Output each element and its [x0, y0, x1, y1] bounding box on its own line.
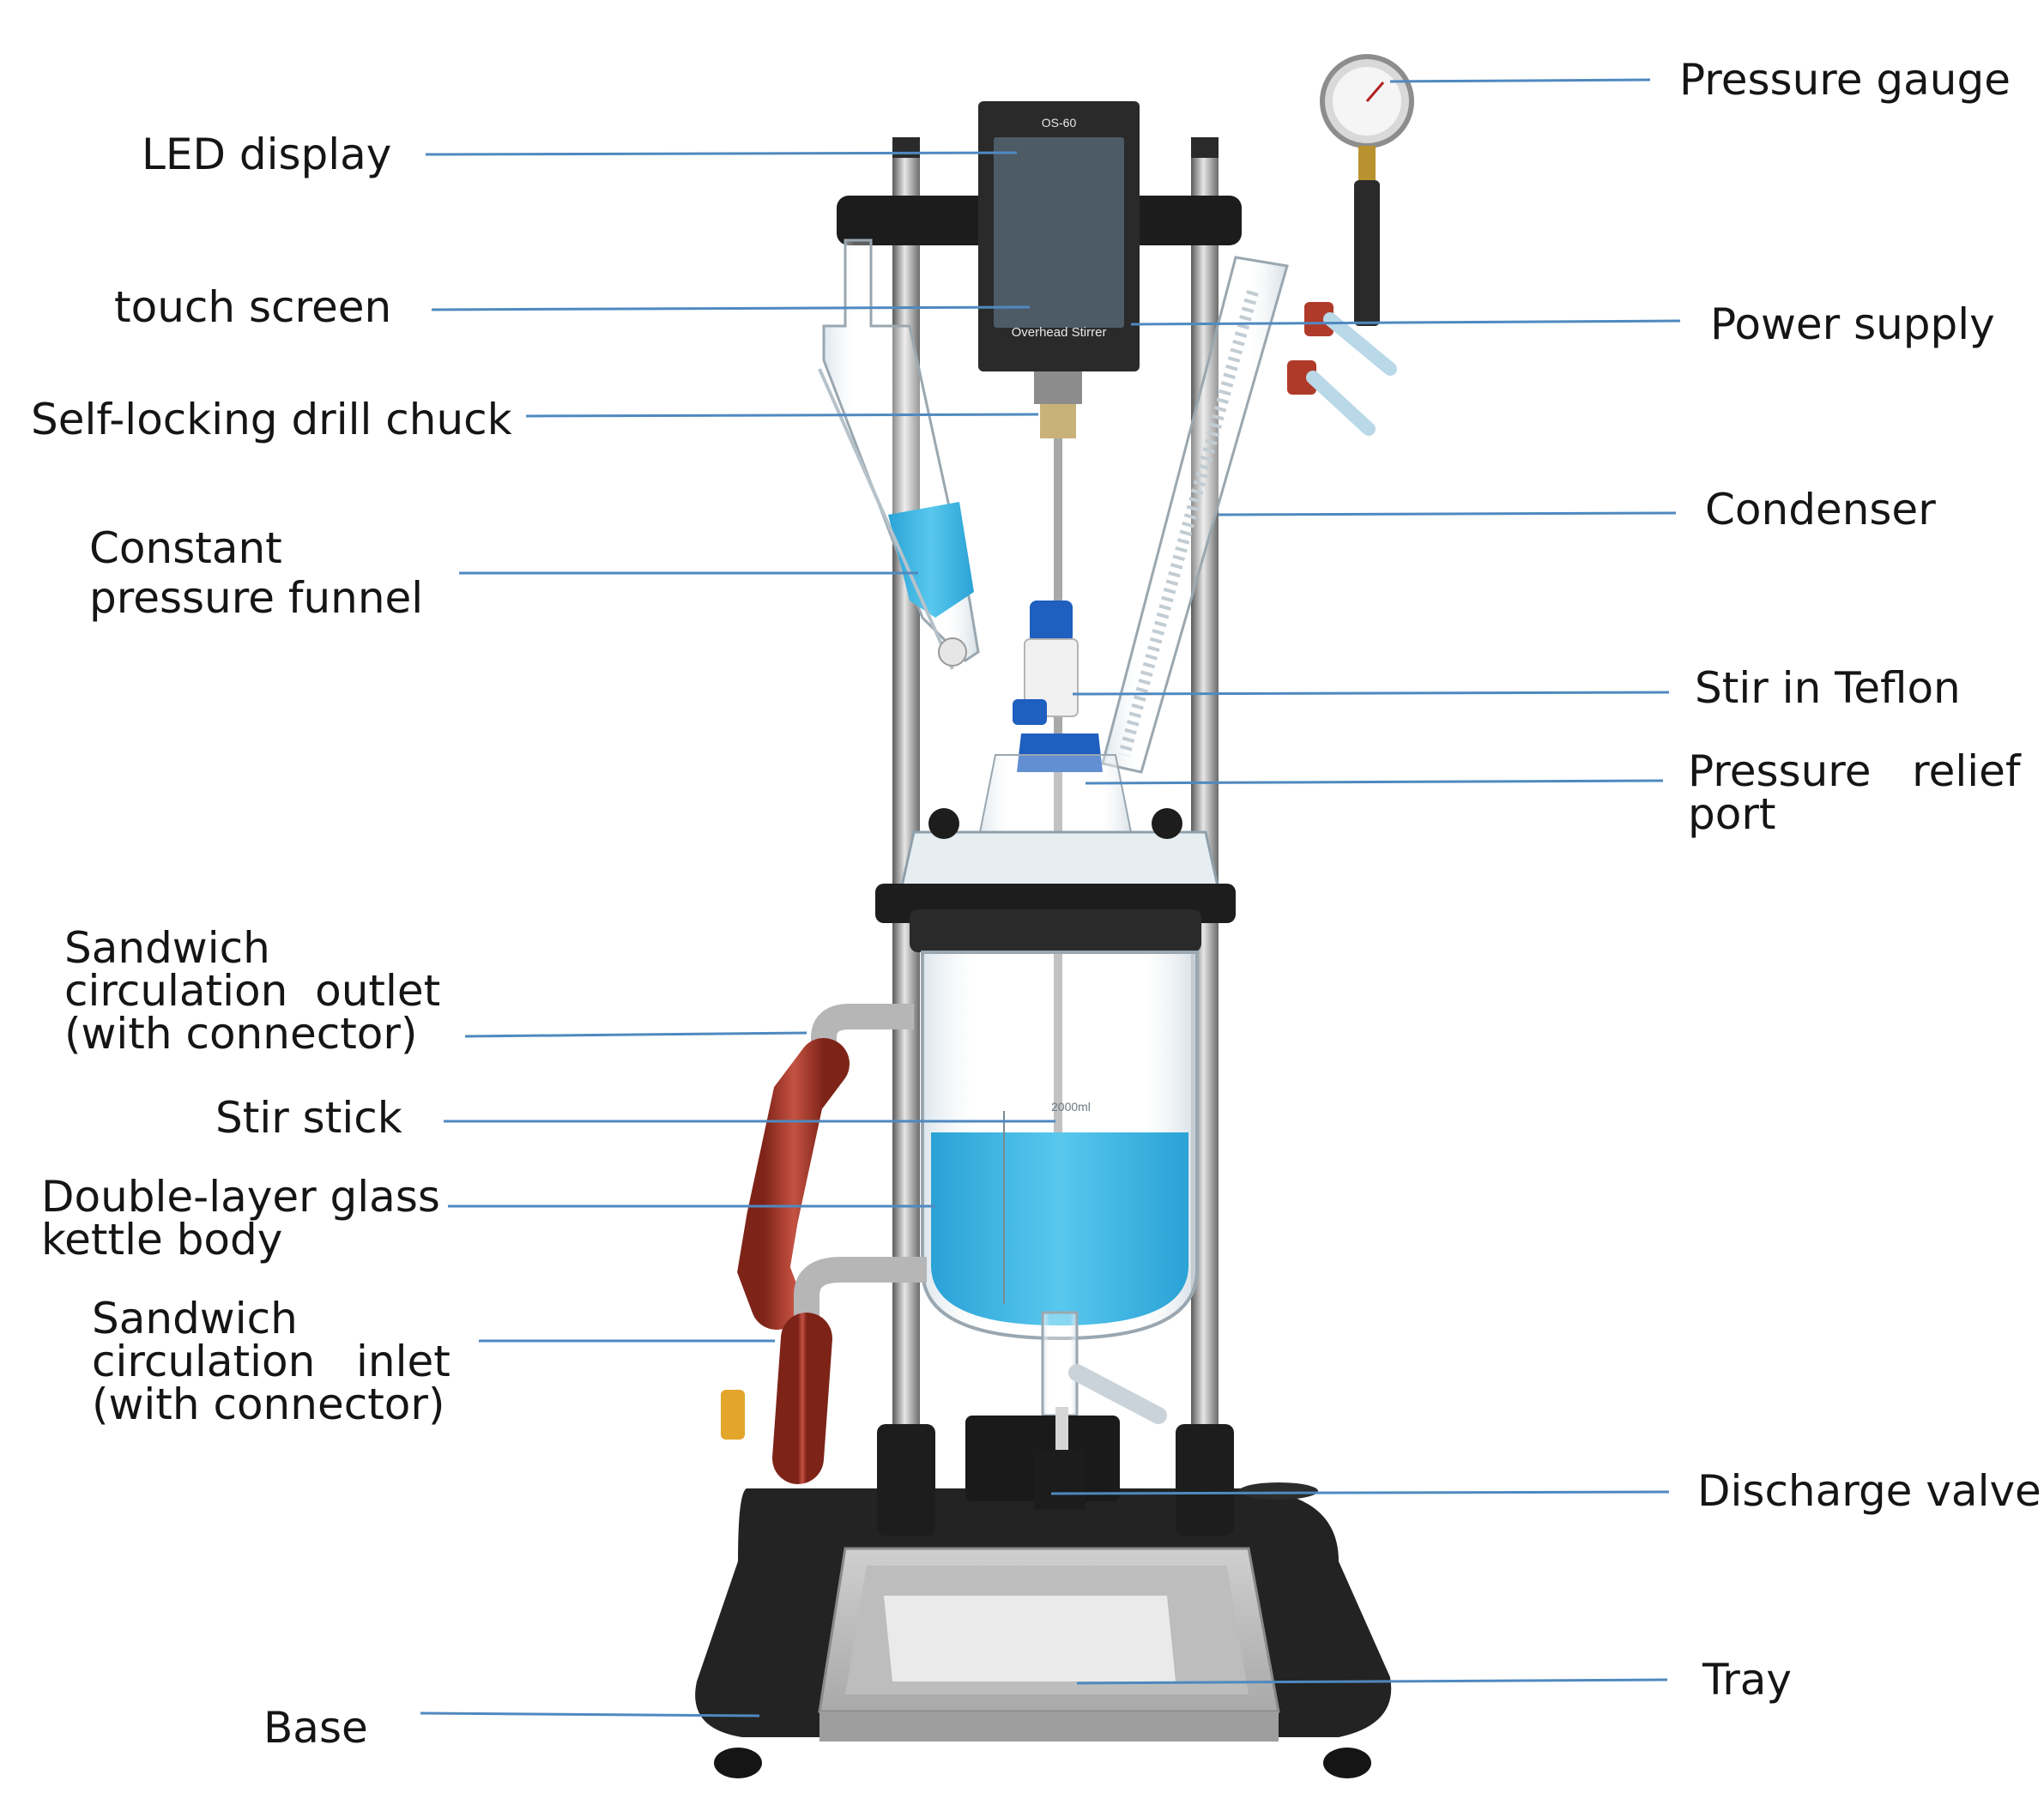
- vessel-scale-mark: 2000ml: [1051, 1100, 1091, 1114]
- leader-discharge-valve: [1050, 1490, 1670, 1495]
- label-stir-stick: Stir stick: [215, 1093, 402, 1143]
- label-base: Base: [263, 1703, 368, 1753]
- discharge-valve: [965, 1407, 1120, 1510]
- label-drill-chuck: Self-locking drill chuck: [31, 395, 512, 444]
- leader-condenser: [1218, 511, 1677, 516]
- label-outlet-line2: circulation outlet: [64, 966, 441, 1016]
- leader-base: [420, 1711, 760, 1717]
- leader-lines: [420, 78, 1681, 1717]
- condenser: [1101, 256, 1397, 774]
- leader-power-supply: [1130, 319, 1681, 326]
- leader-drill-chuck: [525, 413, 1039, 418]
- label-stir-teflon: Stir in Teflon: [1695, 663, 1961, 713]
- leader-outlet: [464, 1031, 807, 1038]
- label-outlet-line1: Sandwich: [64, 923, 270, 973]
- leader-tray: [1076, 1678, 1668, 1685]
- glass-vessel: 2000ml: [921, 951, 1199, 1424]
- label-inlet-line1: Sandwich: [92, 1294, 298, 1343]
- label-funnel-line1: Constant: [89, 523, 282, 573]
- controller-caption-text: Overhead Stirrer: [1012, 325, 1107, 340]
- leader-touch-screen: [431, 305, 1031, 311]
- label-inlet-line2: circulation inlet: [92, 1337, 451, 1386]
- label-kettle-line2: kettle body: [41, 1215, 283, 1265]
- label-touch-screen: touch screen: [114, 282, 392, 332]
- leader-pressure-gauge: [1389, 78, 1651, 83]
- controller-model-text: OS-60: [1042, 116, 1077, 130]
- pressure-funnel: [818, 238, 980, 670]
- tray: [818, 1547, 1280, 1742]
- label-funnel-line2: pressure funnel: [89, 573, 424, 623]
- label-relief-port-line1: Pressure relief: [1688, 746, 2021, 796]
- pressure-gauge: [1320, 54, 1414, 326]
- label-tray: Tray: [1702, 1655, 1792, 1705]
- label-inlet: Sandwich circulation inlet (with connect…: [92, 1297, 451, 1426]
- label-pressure-gauge: Pressure gauge: [1679, 55, 2011, 105]
- label-funnel: Constant pressure funnel: [89, 525, 423, 621]
- label-discharge-valve: Discharge valve: [1697, 1466, 2041, 1516]
- label-kettle: Double-layer glass kettle body: [41, 1175, 440, 1261]
- circulation-hoses: [721, 1004, 927, 1484]
- label-led-display: LED display: [142, 130, 392, 179]
- label-relief-port: Pressure relief port: [1688, 750, 2021, 836]
- label-power-supply: Power supply: [1710, 299, 1995, 349]
- label-inlet-line3: (with connector): [92, 1379, 445, 1429]
- leader-relief-port: [1085, 779, 1664, 785]
- stir-teflon-fitting: [977, 601, 1134, 842]
- label-kettle-line1: Double-layer glass: [41, 1172, 440, 1222]
- lid-and-clamp: [875, 808, 1236, 952]
- overhead-stirrer-controller: OS-60 Overhead Stirrer: [978, 101, 1140, 371]
- leader-stir-teflon: [1072, 691, 1670, 696]
- label-relief-port-line2: port: [1688, 789, 1776, 839]
- leader-led-display: [425, 151, 1018, 156]
- label-outlet: Sandwich circulation outlet (with connec…: [64, 927, 440, 1055]
- label-condenser: Condenser: [1705, 485, 1936, 534]
- label-outlet-line3: (with connector): [64, 1009, 418, 1059]
